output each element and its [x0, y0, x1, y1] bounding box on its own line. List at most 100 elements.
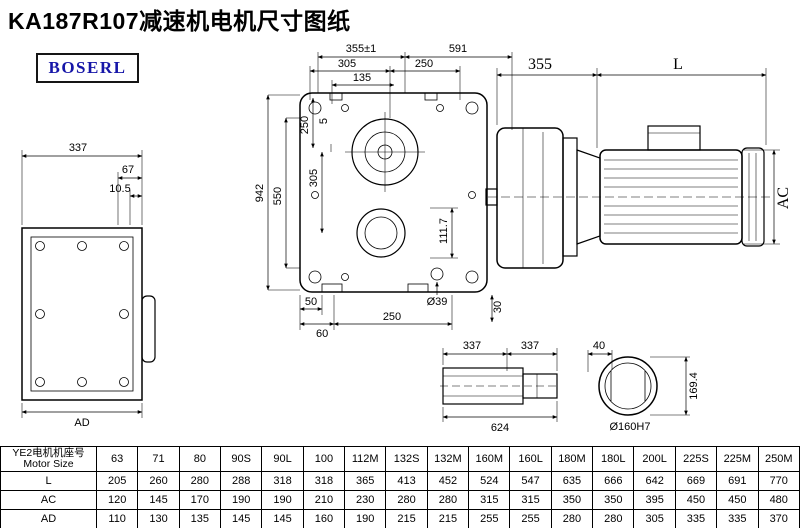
motor-size-cell: 80: [178, 446, 222, 472]
motor-size-cell: 63: [95, 446, 139, 472]
dim-value-cell: 450: [716, 490, 759, 510]
left-side-view: 337 67 10.5 AD: [21, 142, 156, 429]
table-header-row: YE2电机机座号 Motor Size 63 71 80 90S 90L 100…: [0, 446, 800, 472]
dim-value-cell: 635: [550, 471, 594, 491]
dim-value-cell: 280: [385, 490, 428, 510]
dim-flange-dia160: Ø160H7: [610, 421, 651, 433]
dim-left-view-10-5: 10.5: [109, 183, 130, 195]
dim-front-135: 135: [353, 72, 371, 84]
dim-shaft-337-b: 337: [521, 340, 539, 352]
dim-value-cell: 145: [137, 490, 180, 510]
dim-value-cell: 350: [592, 490, 635, 510]
dim-value-cell: 370: [757, 509, 800, 528]
gearbox-housing: [496, 127, 564, 269]
dim-value-cell: 190: [220, 490, 263, 510]
dim-value-cell: 130: [137, 509, 180, 528]
dim-value-cell: 315: [468, 490, 511, 510]
dim-front-305-left: 305: [308, 169, 320, 187]
motor-size-cell: 180M: [550, 446, 594, 472]
dim-front-550: 550: [272, 187, 284, 205]
dim-value-cell: 205: [95, 471, 139, 491]
dim-value-cell: 160: [302, 509, 346, 528]
brand-logo: BOSERL: [36, 53, 139, 83]
motor-size-cell: 225S: [674, 446, 718, 472]
motor-dimension-table: YE2电机机座号 Motor Size 63 71 80 90S 90L 100…: [0, 446, 800, 528]
motor-size-cell: 225M: [716, 446, 759, 472]
motor-size-header-cn: YE2电机机座号: [12, 446, 85, 459]
motor-size-cell: 180L: [592, 446, 635, 472]
dim-value-cell: 145: [261, 509, 304, 528]
dim-value-cell: 135: [178, 509, 222, 528]
table-row-l: L 205 260 280 288 318 318 365 413 452 52…: [0, 471, 800, 491]
dim-value-cell: 350: [550, 490, 594, 510]
dim-value-cell: 110: [95, 509, 139, 528]
motor-size-cell: 200L: [633, 446, 676, 472]
dim-front-305-top: 305: [338, 58, 356, 70]
brand-logo-text: BOSERL: [48, 58, 127, 77]
dim-value-cell: 335: [716, 509, 759, 528]
dim-flange-169-4: 169.4: [688, 372, 700, 400]
dim-value-cell: 305: [633, 509, 676, 528]
mounting-hole-39: [430, 267, 444, 281]
dim-front-5: 5: [318, 118, 330, 124]
dim-value-cell: 770: [757, 471, 800, 491]
dim-value-cell: 318: [261, 471, 304, 491]
dim-value-cell: 318: [302, 471, 346, 491]
dim-front-50: 50: [305, 296, 317, 308]
dim-value-cell: 452: [426, 471, 470, 491]
dim-value-cell: 691: [716, 471, 759, 491]
dim-value-cell: 190: [261, 490, 304, 510]
dim-left-view-width: 337: [69, 142, 87, 154]
technical-drawing: 337 67 10.5 AD: [21, 43, 792, 434]
motor-size-cell: 90S: [220, 446, 263, 472]
motor-size-cell: 100: [302, 446, 346, 472]
row-label: AD: [0, 509, 97, 528]
dim-front-dia39: Ø39: [427, 296, 448, 308]
dim-value-cell: 365: [344, 471, 387, 491]
dim-value-cell: 524: [468, 471, 511, 491]
dim-value-cell: 335: [674, 509, 718, 528]
dim-value-cell: 547: [509, 471, 552, 491]
fan-cover: [741, 147, 765, 247]
motor-size-cell: 160L: [509, 446, 552, 472]
motor-size-header-cell: YE2电机机座号 Motor Size: [0, 446, 97, 472]
dim-value-cell: 280: [592, 509, 635, 528]
dim-value-cell: 669: [674, 471, 718, 491]
dim-value-cell: 120: [95, 490, 139, 510]
dim-front-250-left: 250: [299, 116, 311, 134]
front-view: 355±1 591 305 250 135 942 550 250: [254, 43, 513, 340]
table-row-ad: AD 110 130 135 145 145 160 190 215 215 2…: [0, 509, 800, 528]
dim-value-cell: 210: [302, 490, 346, 510]
dim-value-cell: 215: [385, 509, 428, 528]
table-row-ac: AC 120 145 170 190 190 210 230 280 280 3…: [0, 490, 800, 510]
dim-front-60: 60: [316, 328, 328, 340]
dim-value-cell: 280: [426, 490, 470, 510]
dim-value-cell: 215: [426, 509, 470, 528]
dim-value-cell: 260: [137, 471, 180, 491]
dim-left-view-67: 67: [122, 164, 134, 176]
dim-value-cell: 480: [757, 490, 800, 510]
motor-size-cell: 250M: [757, 446, 800, 472]
motor-size-cell: 71: [137, 446, 180, 472]
dim-value-cell: 255: [468, 509, 511, 528]
dim-shaft-624: 624: [491, 422, 509, 434]
dim-value-cell: 255: [509, 509, 552, 528]
dim-value-cell: 642: [633, 471, 676, 491]
dim-front-250-top: 250: [415, 58, 433, 70]
motor-size-cell: 132S: [385, 446, 428, 472]
row-label: AC: [0, 490, 97, 510]
dim-front-250-bottom: 250: [383, 311, 401, 323]
shaft-detail-view: 337 337 624: [440, 340, 560, 434]
motor-size-cell: 112M: [344, 446, 387, 472]
dim-value-cell: 280: [178, 471, 222, 491]
dim-value-cell: 288: [220, 471, 263, 491]
motor-size-cell: 132M: [426, 446, 470, 472]
right-side-view: 355 L AC: [485, 56, 792, 269]
dim-value-cell: 190: [344, 509, 387, 528]
dim-value-cell: 450: [674, 490, 718, 510]
dim-value-cell: 666: [592, 471, 635, 491]
motor-size-cell: 160M: [468, 446, 511, 472]
dim-left-view-ad: AD: [74, 417, 89, 429]
page-title: KA187R107减速机电机尺寸图纸: [8, 8, 351, 34]
